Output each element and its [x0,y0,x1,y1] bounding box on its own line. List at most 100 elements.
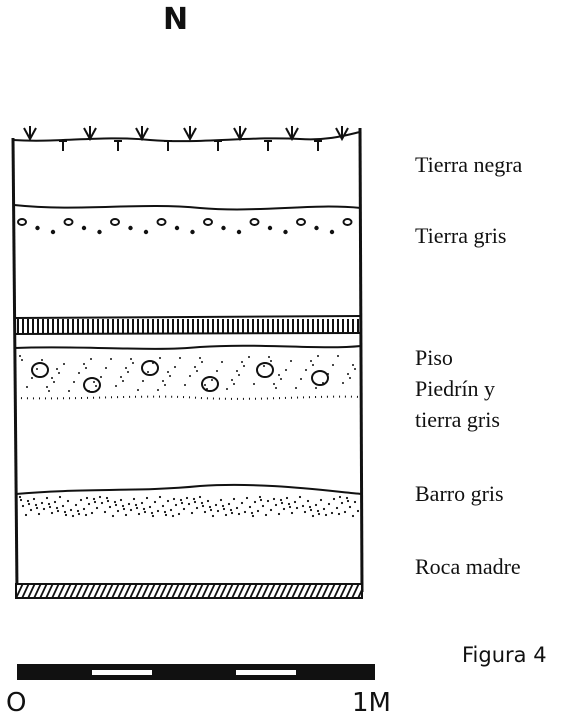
grain-dot [238,374,240,376]
silt-dot [95,506,99,510]
surface-grass-line [12,126,361,151]
pebble-icon [296,218,306,226]
grain-dot [46,386,48,388]
grain-dot [211,379,213,381]
silt-dot [288,505,292,509]
silt-dot [29,508,33,512]
silt-dot [71,514,75,518]
silt-dot [148,505,152,509]
silt-dot [298,495,302,499]
root-mark-icon [314,140,322,151]
silt-dot [330,511,334,515]
silt-dot [55,506,59,510]
silt-dot [122,507,126,511]
silt-dot [348,505,352,509]
grain-dot [267,225,273,231]
silt-dot [180,501,184,505]
silt-dot [79,498,83,502]
silt-dot [164,513,168,517]
silt-dot [272,497,276,501]
grain-dot [314,225,319,231]
layer-label-piso: Piso [415,345,453,370]
grain-dot [199,357,201,359]
silt-dot [76,509,80,513]
grain-dot [354,368,356,370]
silt-dot [287,502,291,506]
grain-dot [147,371,149,373]
silt-dot [285,496,289,500]
root-mark-icon [164,140,172,151]
silt-dot [274,503,278,507]
silt-dot [50,511,54,515]
grain-dot [167,371,169,373]
silt-dot [356,509,360,513]
grain-dot [190,229,195,235]
silt-dot [63,510,67,514]
layer-label-tierra-negra: Tierra negra [415,152,523,177]
grain-dot [105,367,107,369]
silt-dot [295,506,299,510]
grain-dot [349,377,351,379]
grain-dot [347,373,349,375]
silt-dot [151,514,155,518]
stone-icon [256,362,274,378]
silt-dot [235,506,239,510]
layer-label-barro-gris: Barro gris [415,481,504,506]
silt-dot [319,498,323,502]
silt-dot [338,495,342,499]
silt-dot [337,512,341,516]
silt-dot [317,512,321,516]
silt-dot [166,499,170,503]
stone-icon [311,370,329,386]
grain-dot [201,361,203,363]
silt-dot [224,513,228,517]
silt-dot [134,503,138,507]
grain-dot [68,390,70,392]
grain-dot [125,367,127,369]
silt-dot [156,509,160,513]
silt-dot [56,509,60,513]
grain-dot [169,375,171,377]
grain-dot [35,225,40,231]
silt-dot [185,496,189,500]
silt-dot [182,507,186,511]
grain-dot [90,358,92,360]
grain-dot [216,370,218,372]
silt-dot [158,495,162,499]
grass-tuft-icon [135,126,149,142]
grain-dot [236,229,242,235]
layer-label-tierra-gris-2: tierra gris [415,407,500,432]
grain-dot [236,370,238,372]
gravel-and-soil-band [14,344,362,400]
grain-dot [56,368,58,370]
silt-dot [269,508,273,512]
silt-dot [132,497,136,501]
grain-dot [263,365,265,367]
silt-dot [314,503,318,507]
stone-icon [201,376,219,392]
silt-dot [172,497,176,501]
silt-dot [34,503,38,507]
silt-dot [84,513,88,517]
silt-dot [98,495,102,499]
grain-dot [137,389,139,391]
silt-dot [18,495,22,499]
grain-dot [317,355,319,357]
silt-dot [346,499,350,503]
grain-dot [285,369,287,371]
silt-dot [240,501,244,505]
silt-dot [153,500,157,504]
silt-dot [106,499,110,503]
silt-dot [53,500,57,504]
root-mark-icon [114,140,122,151]
root-mark-icon [264,140,272,151]
grain-dot [83,363,85,365]
silt-dot [35,506,39,510]
silt-dot [264,513,268,517]
silt-dot [129,508,133,512]
pebble-icon [203,218,213,226]
silt-dot [45,496,49,500]
silt-dot [100,501,104,505]
silt-dot [58,495,62,499]
